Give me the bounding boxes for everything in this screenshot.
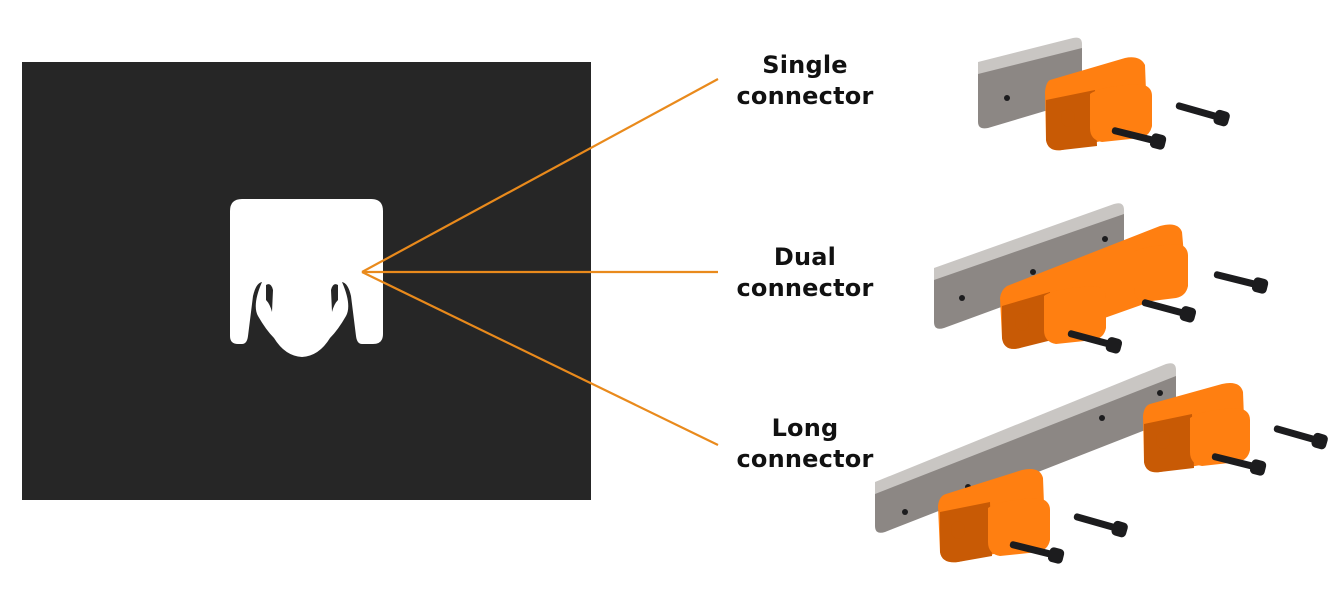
plate-hole xyxy=(902,509,908,515)
bracket-bore xyxy=(951,521,965,539)
plate-hole xyxy=(1004,95,1010,101)
plate-hole xyxy=(959,295,965,301)
bracket-bore xyxy=(1061,109,1075,127)
bracket-front xyxy=(940,502,992,563)
dual-connector-illustration xyxy=(934,203,1270,355)
label-line: connector xyxy=(736,274,874,302)
long-connector-illustration xyxy=(875,363,1329,565)
bracket-bore xyxy=(1156,431,1170,449)
bracket-clip xyxy=(1090,84,1152,142)
bolt xyxy=(1173,97,1231,128)
bolt xyxy=(1212,266,1270,295)
bracket-clip xyxy=(988,498,1050,556)
plate-hole xyxy=(1102,236,1108,242)
plate-hole xyxy=(1157,390,1163,396)
label-single-connector: Single connector xyxy=(705,50,905,112)
bracket-clip xyxy=(1134,244,1188,302)
leader-lines xyxy=(361,78,719,446)
label-dual-connector: Dual connector xyxy=(705,242,905,304)
plate-hole xyxy=(1099,415,1105,421)
plate xyxy=(978,48,1082,129)
plate-hole xyxy=(1030,269,1036,275)
leader-line-single xyxy=(361,78,719,273)
label-line: Single xyxy=(762,51,848,79)
bracket-bore xyxy=(1015,313,1029,331)
profile-cross-section xyxy=(22,62,591,500)
label-line: Dual xyxy=(773,243,837,271)
leader-line-long xyxy=(361,271,719,446)
bracket-clip xyxy=(1190,408,1250,466)
bracket-clip xyxy=(1044,286,1106,344)
label-long-connector: Long connector xyxy=(705,413,905,475)
label-line: connector xyxy=(736,82,874,110)
label-line: Long xyxy=(771,414,839,442)
plate xyxy=(934,214,1124,329)
extrusion-slot-profile-icon xyxy=(230,199,383,357)
label-line: connector xyxy=(736,445,874,473)
bolt xyxy=(1071,508,1129,539)
single-connector-illustration xyxy=(978,37,1231,151)
bolt xyxy=(1271,420,1329,451)
